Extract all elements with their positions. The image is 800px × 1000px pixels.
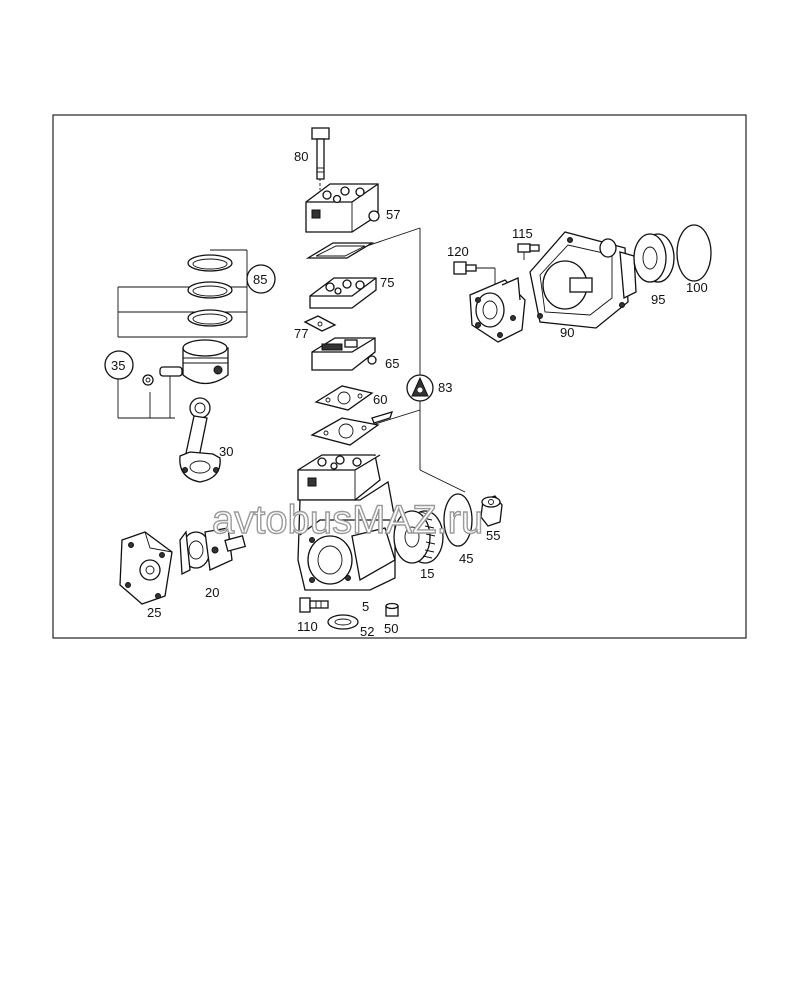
part-45-o-ring <box>443 493 473 547</box>
label-5: 5 <box>362 599 369 614</box>
part-labels: 80 57 75 77 65 60 83 85 35 30 25 20 5 11… <box>111 149 708 639</box>
part-20-crankshaft <box>179 527 247 576</box>
part-25-bearing-cover <box>119 531 173 605</box>
label-85: 85 <box>253 272 267 287</box>
part-57-head-cover <box>305 183 380 233</box>
label-30: 30 <box>219 444 233 459</box>
part-95-gear-cap <box>633 233 675 283</box>
part-115-bolt <box>517 243 540 253</box>
label-15: 15 <box>420 566 434 581</box>
part-83-gasket-kit <box>406 374 434 402</box>
part-65-valve-plate <box>311 337 377 371</box>
label-25: 25 <box>147 605 161 620</box>
label-90: 90 <box>560 325 574 340</box>
label-83: 83 <box>438 380 452 395</box>
part-120-bolt <box>453 261 477 275</box>
label-120: 120 <box>447 244 469 259</box>
part-110-bolt <box>299 597 329 613</box>
watermark-text: avtobusMAZ.ru <box>212 498 483 542</box>
label-50: 50 <box>384 621 398 636</box>
label-65: 65 <box>385 356 399 371</box>
label-45: 45 <box>459 551 473 566</box>
part-80-head-bolt <box>311 127 330 180</box>
compressor-crankcase <box>297 454 396 591</box>
label-75: 75 <box>380 275 394 290</box>
callout-circle-35 <box>104 350 134 380</box>
part-85-piston-rings <box>187 254 233 327</box>
part-90-flange-housing <box>529 231 637 329</box>
label-100: 100 <box>686 280 708 295</box>
part-77-reed-valve <box>303 315 337 332</box>
part-15-drive-gear <box>393 510 444 564</box>
part-55-nut <box>480 495 503 527</box>
label-60: 60 <box>373 392 387 407</box>
label-77: 77 <box>294 326 308 341</box>
part-30-connecting-rod <box>179 397 221 483</box>
part-52-seal-ring <box>327 614 359 630</box>
label-35: 35 <box>111 358 125 373</box>
label-20: 20 <box>205 585 219 600</box>
label-57: 57 <box>386 207 400 222</box>
part-60-gaskets <box>310 385 394 446</box>
label-55: 55 <box>486 528 500 543</box>
label-95: 95 <box>651 292 665 307</box>
label-115: 115 <box>512 226 533 241</box>
part-75-valve-plate <box>305 242 377 309</box>
part-35-piston-pin <box>142 366 183 386</box>
label-80: 80 <box>294 149 308 164</box>
pump-housing <box>469 277 526 343</box>
label-110: 110 <box>297 619 318 634</box>
label-52: 52 <box>360 624 374 639</box>
piston <box>182 339 229 385</box>
callout-circle-85 <box>246 264 276 294</box>
part-100-o-ring <box>676 224 712 282</box>
part-50-plug <box>385 602 399 617</box>
